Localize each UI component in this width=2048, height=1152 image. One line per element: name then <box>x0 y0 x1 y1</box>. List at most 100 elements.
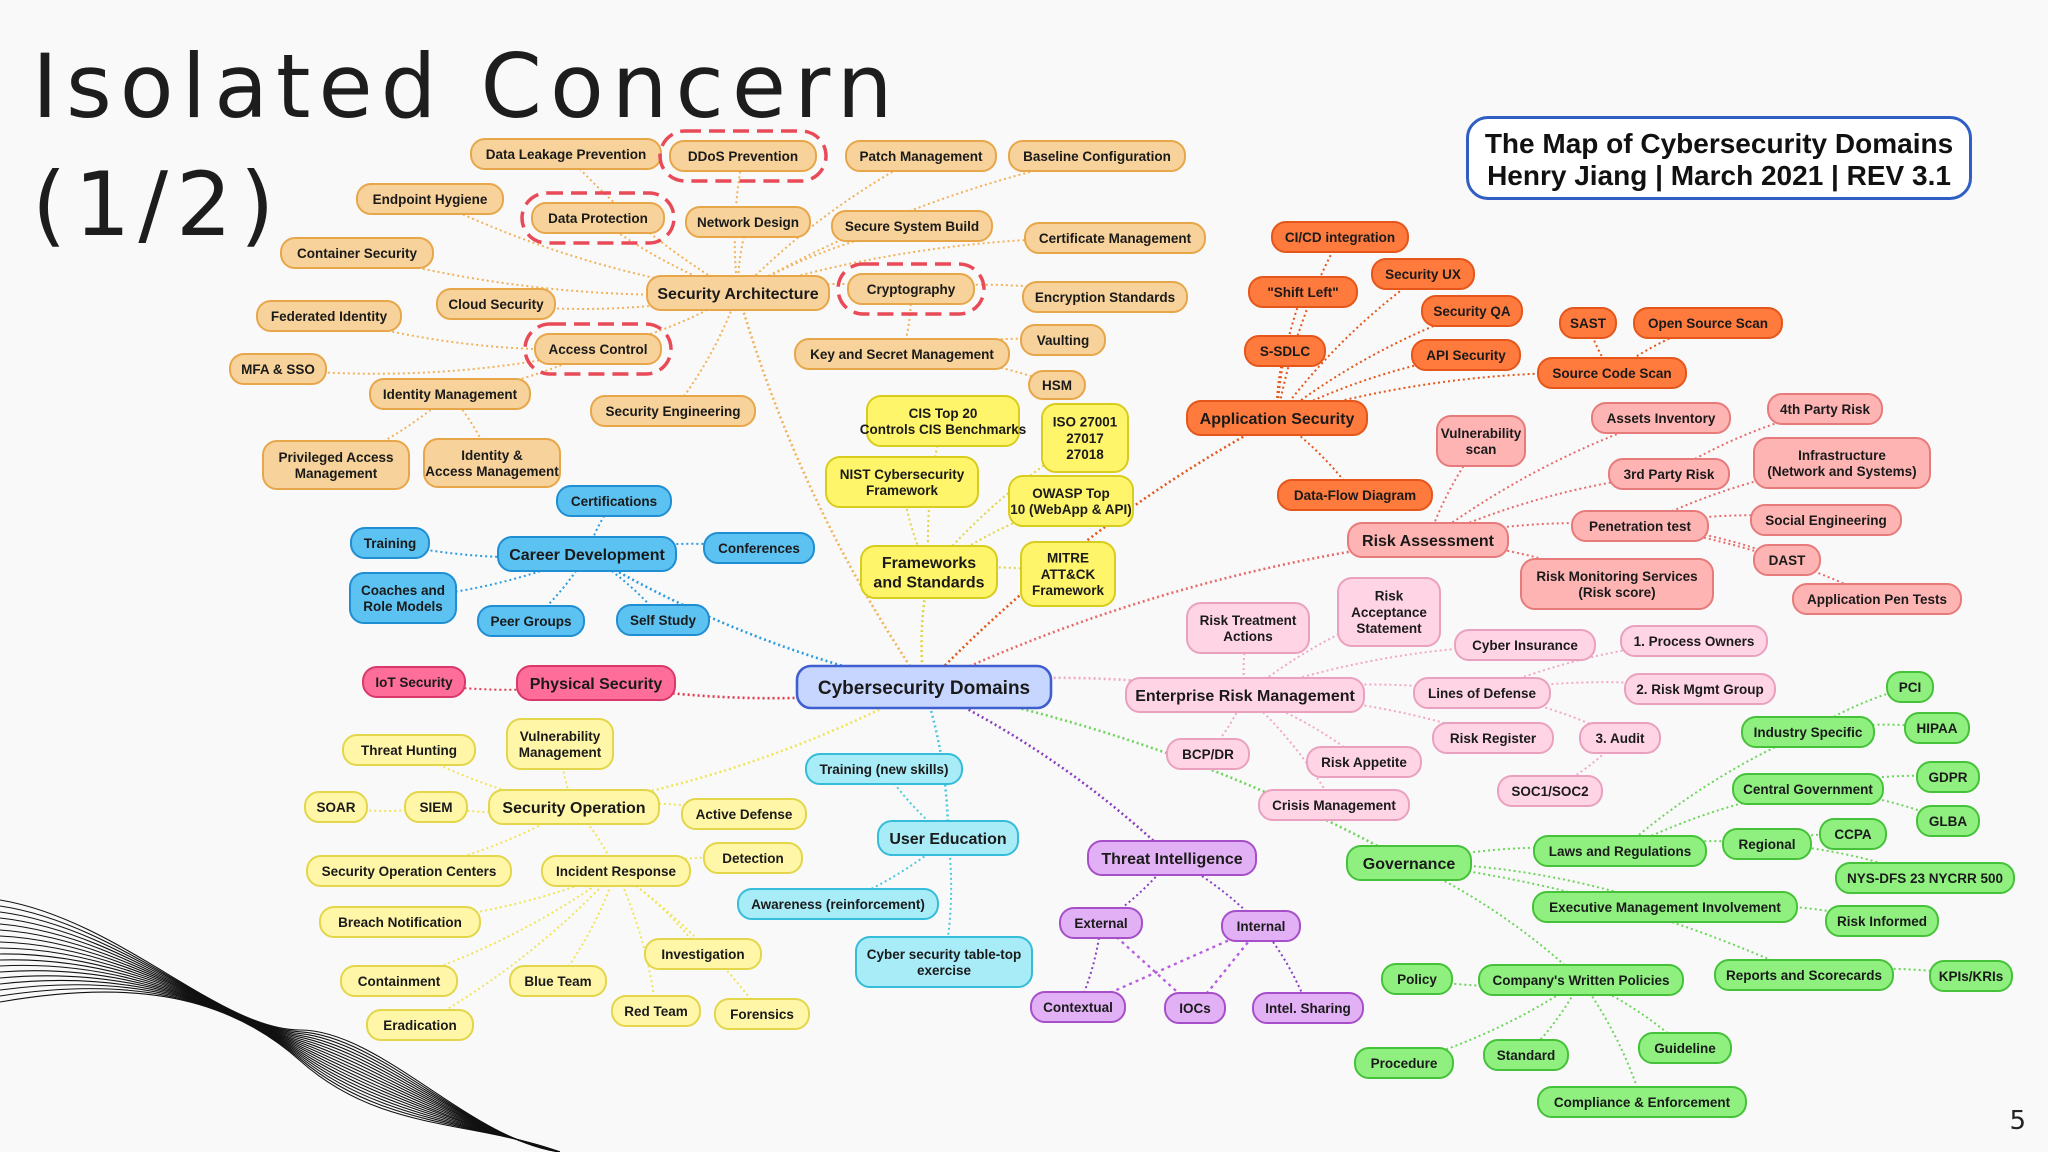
node-label-apisec: API Security <box>1426 348 1506 363</box>
node-label-redteam: Red Team <box>624 1004 688 1019</box>
node-label-conferences: Conferences <box>718 541 800 556</box>
node-sast: SAST <box>1560 308 1616 338</box>
node-vulnscan: Vulnerabilityscan <box>1437 416 1525 466</box>
node-apisec: API Security <box>1412 340 1520 370</box>
node-third: 3rd Party Risk <box>1609 459 1729 489</box>
node-srcscan: Source Code Scan <box>1538 358 1686 388</box>
edge-appsec-cicd <box>1277 237 1340 418</box>
node-riskinformed: Risk Informed <box>1826 906 1938 936</box>
node-certs: Certifications <box>557 486 671 516</box>
node-containment: Containment <box>341 966 457 996</box>
node-encstd: Encryption Standards <box>1023 282 1187 312</box>
node-internal: Internal <box>1222 911 1300 941</box>
node-label-external: External <box>1074 916 1127 931</box>
node-access: Access Control <box>525 324 671 374</box>
node-label-apppen: Application Pen Tests <box>1807 592 1947 607</box>
node-redteam: Red Team <box>612 996 700 1026</box>
node-pam: Privileged AccessManagement <box>263 441 409 489</box>
node-hsm: HSM <box>1029 371 1085 399</box>
node-sec_arch: Security Architecture <box>647 276 829 310</box>
node-label-erm: Enterprise Risk Management <box>1135 688 1355 705</box>
edge-incident-eradication <box>420 871 616 1025</box>
node-ti: Threat Intelligence <box>1088 841 1256 875</box>
node-label-procedure: Procedure <box>1371 1056 1438 1071</box>
node-label-pam: Privileged AccessManagement <box>278 450 393 481</box>
node-physical: Physical Security <box>517 666 675 700</box>
node-register: Risk Register <box>1433 723 1553 753</box>
node-label-gdpr: GDPR <box>1928 770 1967 785</box>
node-erm: Enterprise Risk Management <box>1126 678 1364 712</box>
node-label-selfstudy: Self Study <box>630 613 697 628</box>
node-label-cyberins: Cyber Insurance <box>1472 638 1578 653</box>
node-label-access: Access Control <box>548 342 647 357</box>
node-label-central: Central Government <box>1743 782 1873 797</box>
node-label-guideline: Guideline <box>1654 1041 1716 1056</box>
node-label-securebuild: Secure System Build <box>845 219 979 234</box>
node-secqa: Security QA <box>1422 296 1522 326</box>
node-label-procowners: 1. Process Owners <box>1634 634 1755 649</box>
node-label-pentest: Penetration test <box>1589 519 1692 534</box>
node-dataflow: Data-Flow Diagram <box>1278 480 1432 510</box>
node-baseline: Baseline Configuration <box>1009 141 1185 171</box>
node-label-sdlc: S-SDLC <box>1260 344 1311 359</box>
node-patch: Patch Management <box>846 141 996 171</box>
node-label-fedid: Federated Identity <box>271 309 388 324</box>
node-shiftleft: "Shift Left" <box>1249 277 1357 307</box>
node-label-mfa: MFA & SSO <box>241 362 315 377</box>
node-appetite: Risk Appetite <box>1307 747 1421 777</box>
node-mfa: MFA & SSO <box>230 354 326 384</box>
node-label-blueteam: Blue Team <box>524 974 591 989</box>
node-label-dlp: Data Leakage Prevention <box>486 147 647 162</box>
node-sdlc: S-SDLC <box>1245 336 1325 366</box>
node-intelshare: Intel. Sharing <box>1253 993 1363 1023</box>
node-label-container: Container Security <box>297 246 418 261</box>
node-label-assets: Assets Inventory <box>1607 411 1716 426</box>
node-incident: Incident Response <box>542 856 690 886</box>
node-soc12: SOC1/SOC2 <box>1498 776 1602 806</box>
node-crypto: Cryptography <box>838 264 984 314</box>
node-keymgmt: Key and Secret Management <box>795 339 1009 369</box>
node-crisis: Crisis Management <box>1259 790 1409 820</box>
node-riskassess: Risk Assessment <box>1348 523 1508 557</box>
node-secops: Security Operation <box>489 790 659 824</box>
node-owasp: OWASP Top10 (WebApp & API) <box>1009 476 1133 526</box>
node-label-awareness: Awareness (reinforcement) <box>751 897 925 912</box>
node-detection: Detection <box>704 843 802 873</box>
node-label-execmgmt: Executive Management Involvement <box>1549 900 1781 915</box>
node-label-appsec: Application Security <box>1200 411 1355 428</box>
node-cloud: Cloud Security <box>437 289 555 319</box>
node-external: External <box>1060 908 1142 938</box>
node-label-detection: Detection <box>722 851 784 866</box>
node-label-secux: Security UX <box>1385 267 1461 282</box>
node-governance: Governance <box>1347 846 1471 880</box>
node-soar: SOAR <box>305 792 367 822</box>
node-label-shiftleft: "Shift Left" <box>1267 285 1338 300</box>
node-procowners: 1. Process Owners <box>1621 626 1767 656</box>
node-label-srcscan: Source Code Scan <box>1552 366 1671 381</box>
node-label-cloud: Cloud Security <box>448 297 544 312</box>
node-audit: 3. Audit <box>1580 723 1660 753</box>
node-pentest: Penetration test <box>1572 511 1708 541</box>
node-secux: Security UX <box>1372 259 1474 289</box>
node-iot: IoT Security <box>363 667 465 697</box>
node-fedid: Federated Identity <box>257 301 401 331</box>
node-trainnew: Training (new skills) <box>806 754 962 784</box>
node-label-encstd: Encryption Standards <box>1035 290 1175 305</box>
edge-incident-blueteam <box>558 871 616 981</box>
node-label-compliance: Compliance & Enforcement <box>1554 1095 1731 1110</box>
node-label-certmgmt: Certificate Management <box>1039 231 1192 246</box>
node-appsec: Application Security <box>1187 401 1367 435</box>
node-label-career: Career Development <box>509 547 665 564</box>
node-lines: Lines of Defense <box>1414 678 1550 708</box>
node-vaulting: Vaulting <box>1021 325 1105 355</box>
node-label-ddos: DDoS Prevention <box>688 149 798 164</box>
node-compliance: Compliance & Enforcement <box>1538 1087 1746 1117</box>
node-breach: Breach Notification <box>320 907 480 937</box>
node-conferences: Conferences <box>704 533 814 563</box>
node-label-ccpa: CCPA <box>1834 827 1872 842</box>
node-idmgmt: Identity Management <box>370 379 530 409</box>
node-label-usered: User Education <box>889 831 1006 848</box>
node-label-soc12: SOC1/SOC2 <box>1511 784 1588 799</box>
node-label-third: 3rd Party Risk <box>1624 467 1715 482</box>
